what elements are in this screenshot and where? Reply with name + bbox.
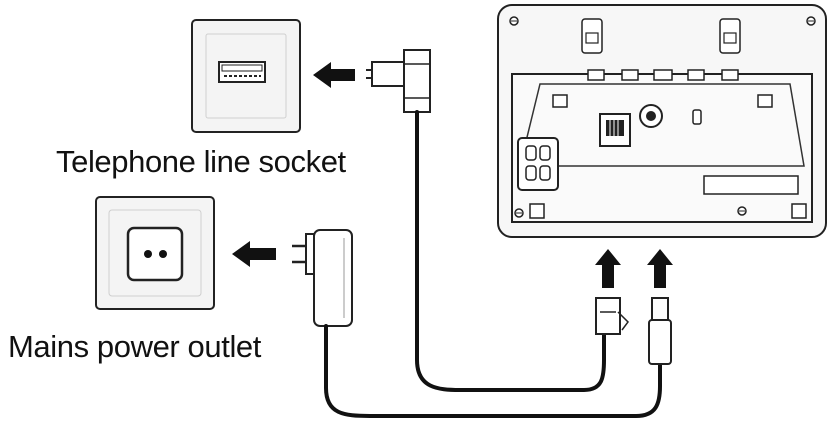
screw-icon (514, 208, 524, 218)
power-cable (324, 324, 662, 418)
telephone-line-socket-label: Telephone line socket (56, 144, 346, 179)
power-jack-icon (648, 297, 672, 365)
power-adapter-icon (292, 229, 353, 327)
telephone-base-rear (497, 4, 827, 238)
screw-icon (737, 206, 747, 216)
screw-icon (806, 16, 816, 26)
telephone-line-socket (191, 19, 301, 133)
mains-power-outlet (95, 196, 215, 310)
telephone-plug-icon (366, 49, 431, 113)
screw-icon (509, 16, 519, 26)
power-port-icon (639, 104, 663, 128)
up-arrow-icon (647, 249, 673, 288)
up-arrow-icon (595, 249, 621, 288)
telephone-cable (415, 110, 606, 392)
line-port-icon (599, 113, 631, 147)
button-block (517, 137, 559, 191)
mains-power-outlet-label: Mains power outlet (8, 329, 261, 364)
left-arrow-icon (232, 241, 276, 267)
telephone-connector-icon (595, 297, 629, 335)
left-arrow-icon (313, 62, 355, 88)
